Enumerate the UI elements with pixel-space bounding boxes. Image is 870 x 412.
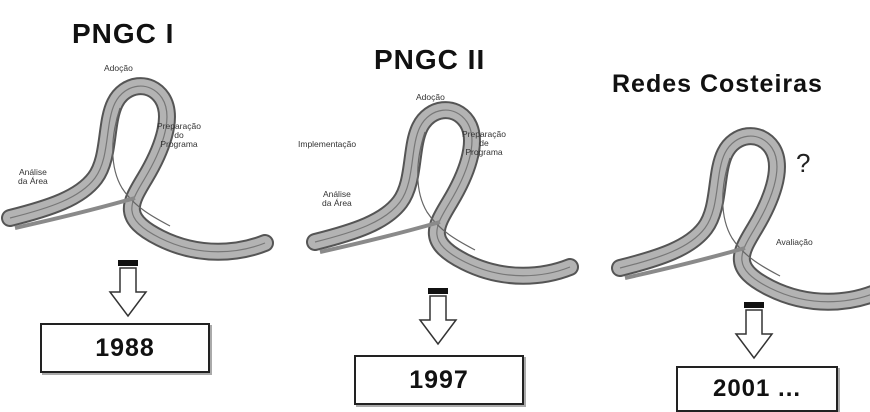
label-avaliacao: Avaliação	[776, 238, 813, 247]
stage-title: PNGC I	[72, 18, 174, 50]
label-analise: Análise da Área	[322, 190, 352, 208]
label-analise: Análise da Área	[18, 168, 48, 186]
label-adocao: Adoção	[416, 93, 445, 102]
label-preparacao: Preparação do Programa	[157, 122, 201, 149]
stage-title: Redes Costeiras	[612, 70, 823, 99]
stage-pngc-2: PNGC II Adoção Implementação Preparação …	[290, 0, 580, 412]
down-arrow-icon	[416, 286, 460, 348]
question-mark: ?	[796, 148, 810, 179]
down-arrow-icon	[106, 258, 150, 320]
label-adocao: Adoção	[104, 64, 133, 73]
down-arrow-icon	[732, 300, 776, 362]
stage-pngc-1: PNGC I Adoção Preparação do Programa Aná…	[0, 0, 280, 412]
year-box: 1997	[354, 355, 524, 405]
label-preparacao: Preparação de Programa	[462, 130, 506, 157]
label-implementacao: Implementação	[298, 140, 356, 149]
year-box: 2001 ...	[676, 366, 838, 412]
stage-redes-costeiras: Redes Costeiras ? Avaliação 2001 ...	[600, 0, 870, 412]
year-box: 1988	[40, 323, 210, 373]
stage-title: PNGC II	[374, 44, 485, 76]
